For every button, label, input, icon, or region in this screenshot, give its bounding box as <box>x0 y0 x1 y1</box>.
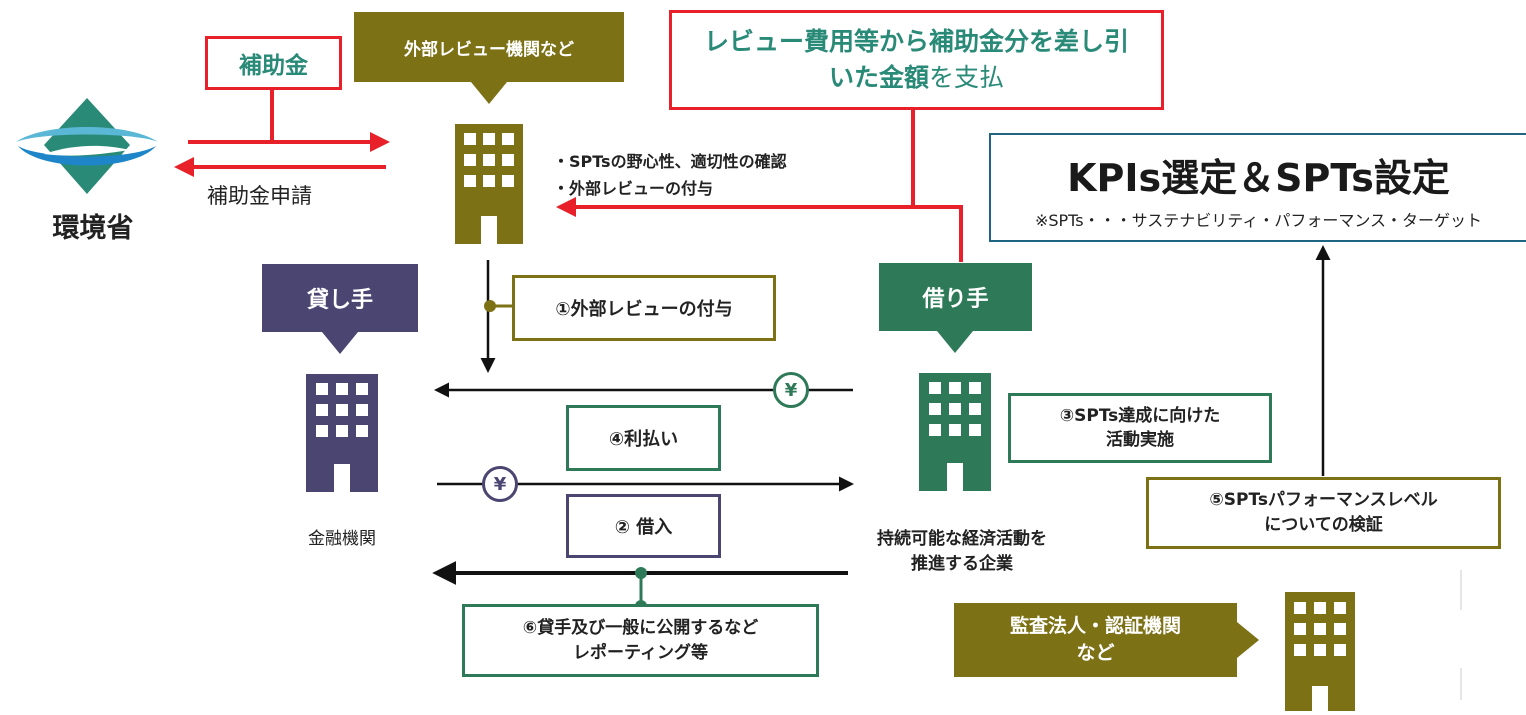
reviewer-task-1: ・SPTsの野心性、適切性の確認 <box>553 152 787 171</box>
ministry-logo-icon <box>14 98 160 196</box>
review-payment-arrow <box>556 197 963 262</box>
lender-callout-pointer <box>322 332 358 354</box>
step2-label: ② 借入 <box>614 517 673 538</box>
kpi-note: ※SPTs・・・サステナビリティ・パフォーマンス・ターゲット <box>1034 211 1483 230</box>
borrower-caption-line-2: 推進する企業 <box>911 554 1013 574</box>
step5-label-line-1: ⑤SPTsパフォーマンスレベル <box>1209 490 1438 510</box>
borrower-building-icon <box>919 373 991 491</box>
payment-note-bold: レビュー費用等から補助金分を差し引いた金額 <box>703 27 1129 92</box>
yen-coin-loan-label: ¥ <box>493 473 507 495</box>
step3-label-line-1: ③SPTs達成に向けた <box>1059 406 1221 426</box>
borrower-callout-pointer <box>937 331 973 353</box>
reviewer-callout: 外部レビュー機関など <box>354 12 624 82</box>
yen-coin-interest: ¥ <box>773 372 809 408</box>
lender-callout-label: 貸し手 <box>306 288 373 313</box>
auditor-callout-line-1: 監査法人・認証機関 <box>1009 615 1181 637</box>
reviewer-task-2: ・外部レビューの付与 <box>553 179 714 198</box>
step5-box: ⑤SPTsパフォーマンスレベル についての検証 <box>1146 477 1501 549</box>
reviewer-callout-pointer <box>471 82 507 104</box>
kpi-box: KPIs選定＆SPTs設定 ※SPTs・・・サステナビリティ・パフォーマンス・タ… <box>989 133 1526 242</box>
borrower-caption-line-1: 持続可能な経済活動を <box>877 529 1047 549</box>
auditor-callout-pointer <box>1237 622 1259 658</box>
step1-label: ①外部レビューの付与 <box>555 299 733 320</box>
step6-box: ⑥貸手及び一般に公開するなど レポーティング等 <box>462 604 819 677</box>
borrower-callout: 借り手 <box>879 263 1032 331</box>
reviewer-tasks: ・SPTsの野心性、適切性の確認 ・外部レビューの付与 <box>553 148 787 202</box>
yen-coin-loan: ¥ <box>482 466 518 502</box>
ministry-label: 環境省 <box>52 213 134 244</box>
yen-coin-interest-label: ¥ <box>784 379 798 401</box>
subsidy-label-box: 補助金 <box>205 36 342 90</box>
step3-label-line-2: 活動実施 <box>1106 430 1174 450</box>
subsidy-label: 補助金 <box>239 53 308 79</box>
reviewer-callout-label: 外部レビュー機関など <box>404 39 574 60</box>
subsidy-application-label: 補助金申請 <box>207 184 312 208</box>
step3-box: ③SPTs達成に向けた 活動実施 <box>1008 393 1272 463</box>
step5-label-line-2: についての検証 <box>1264 515 1383 535</box>
step4-label: ④利払い <box>608 429 679 450</box>
borrower-callout-label: 借り手 <box>922 287 989 312</box>
auditor-callout-line-2: など <box>1076 642 1115 664</box>
step6-dot-top <box>635 567 647 579</box>
payment-note-box: レビュー費用等から補助金分を差し引いた金額を支払 <box>669 10 1164 110</box>
kpi-title: KPIs選定＆SPTs設定 <box>1067 156 1450 200</box>
step1-dot <box>484 300 496 312</box>
step6-label-line-1: ⑥貸手及び一般に公開するなど <box>522 617 759 638</box>
step4-box: ④利払い <box>566 405 721 471</box>
auditor-building-icon <box>1285 592 1355 711</box>
lender-caption: 金融機関 <box>308 529 376 549</box>
step6-label-line-2: レポーティング等 <box>573 642 708 663</box>
reviewer-building-icon <box>455 124 523 244</box>
step1-box: ①外部レビューの付与 <box>512 275 776 341</box>
lender-callout: 貸し手 <box>262 264 418 332</box>
payment-note-rest: を支払 <box>929 63 1005 92</box>
step2-box: ② 借入 <box>566 494 721 558</box>
lender-building-icon <box>306 374 378 492</box>
borrower-caption: 持続可能な経済活動を 推進する企業 <box>850 527 1074 577</box>
auditor-callout: 監査法人・認証機関 など <box>954 603 1237 677</box>
